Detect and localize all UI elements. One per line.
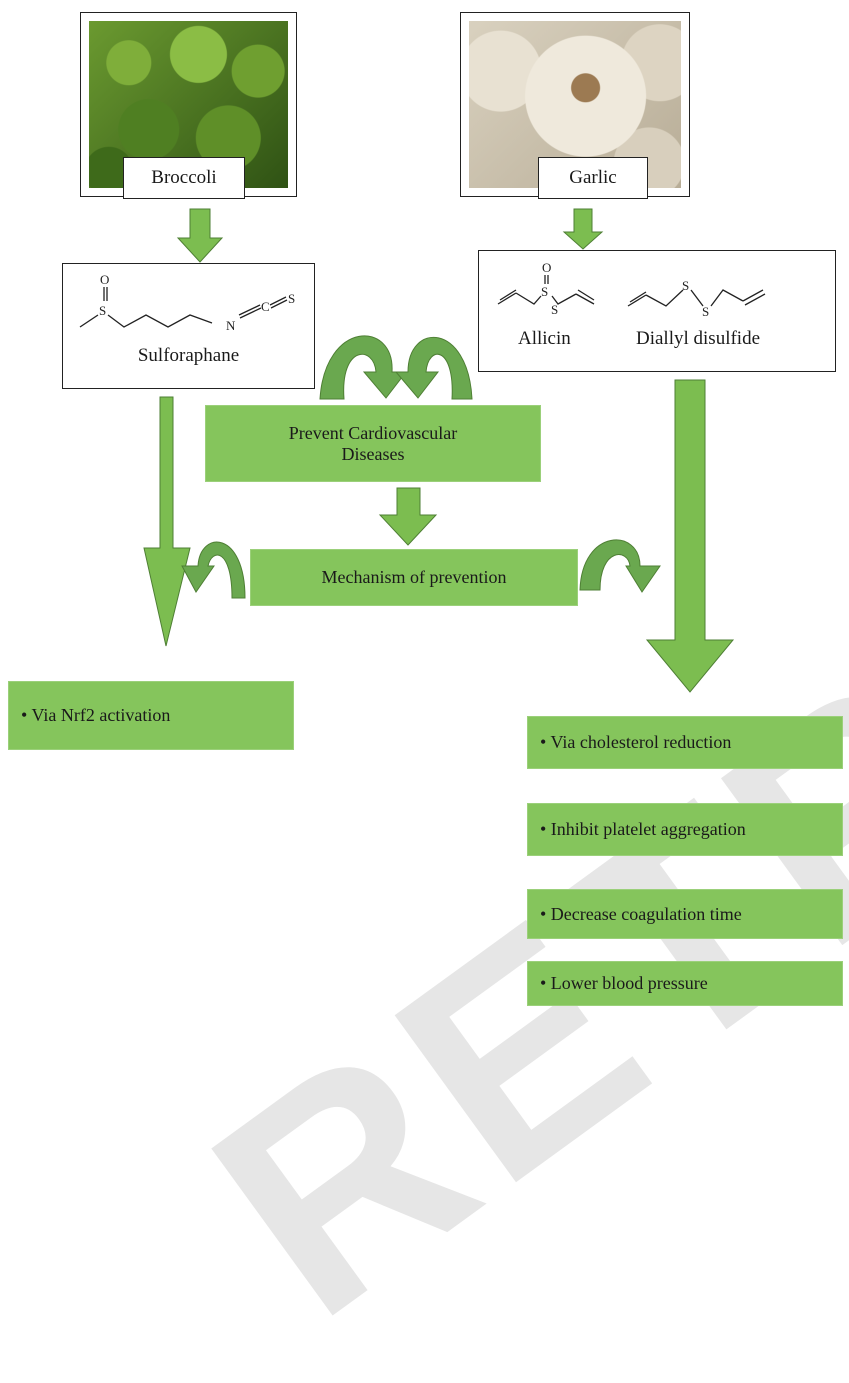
curved-arrow-right-top xyxy=(394,336,473,400)
allicin-label: Allicin xyxy=(518,328,571,349)
garlic-label: Garlic xyxy=(538,157,648,199)
sulforaphane-structure: O S N C S xyxy=(79,272,295,333)
outcome-coagulation: • Decrease coagulation time xyxy=(527,889,843,939)
arrow-sulforaphane-long xyxy=(143,396,191,647)
arrow-broccoli-down xyxy=(176,208,224,263)
outcome-platelet-text: • Inhibit platelet aggregation xyxy=(540,819,746,839)
outcome-nrf2-text: • Via Nrf2 activation xyxy=(21,705,171,725)
curved-arrow-left-middle xyxy=(181,541,246,599)
outcome-nrf2: • Via Nrf2 activation xyxy=(8,681,294,750)
broccoli-label: Broccoli xyxy=(123,157,245,199)
diallyl-disulfide-label: Diallyl disulfide xyxy=(636,328,761,349)
sulforaphane-atom-s2: S xyxy=(288,291,295,306)
outcome-platelet: • Inhibit platelet aggregation xyxy=(527,803,843,856)
outcome-blood-pressure-text: • Lower blood pressure xyxy=(540,973,708,993)
prevent-cardiovascular-text: Prevent Cardiovascular Diseases xyxy=(288,422,458,464)
diallyl-atom-s3: S xyxy=(682,278,689,293)
outcome-cholesterol-text: • Via cholesterol reduction xyxy=(540,732,732,752)
mechanism-text: Mechanism of prevention xyxy=(321,567,507,587)
mechanism-box: Mechanism of prevention xyxy=(250,549,578,606)
sulforaphane-box xyxy=(62,263,315,389)
garlic-compounds-box xyxy=(478,250,836,372)
sulforaphane-atom-n: N xyxy=(226,318,236,333)
outcome-cholesterol: • Via cholesterol reduction xyxy=(527,716,843,769)
allicin-atom-s2: S xyxy=(551,302,558,317)
curved-arrow-right-middle xyxy=(579,539,661,593)
diallyl-atom-s4: S xyxy=(702,304,709,319)
curved-arrow-left-top xyxy=(319,335,408,400)
prevent-cardiovascular-box: Prevent Cardiovascular Diseases xyxy=(205,405,541,482)
outcome-coagulation-text: • Decrease coagulation time xyxy=(540,903,742,924)
garlic-compounds-structures: O S S S S xyxy=(497,260,766,319)
arrow-garlic-down xyxy=(562,208,604,250)
arrow-prevent-down xyxy=(378,487,438,546)
sulforaphane-atom-s: S xyxy=(99,303,106,318)
allicin-atom-s1: S xyxy=(541,284,548,299)
allicin-atom-o: O xyxy=(542,260,551,275)
sulforaphane-label: Sulforaphane xyxy=(137,345,240,366)
arrow-compounds-long xyxy=(645,379,735,693)
arrows-layer xyxy=(143,208,735,693)
sulforaphane-atom-o: O xyxy=(100,272,109,287)
sulforaphane-atom-c: C xyxy=(261,299,270,314)
